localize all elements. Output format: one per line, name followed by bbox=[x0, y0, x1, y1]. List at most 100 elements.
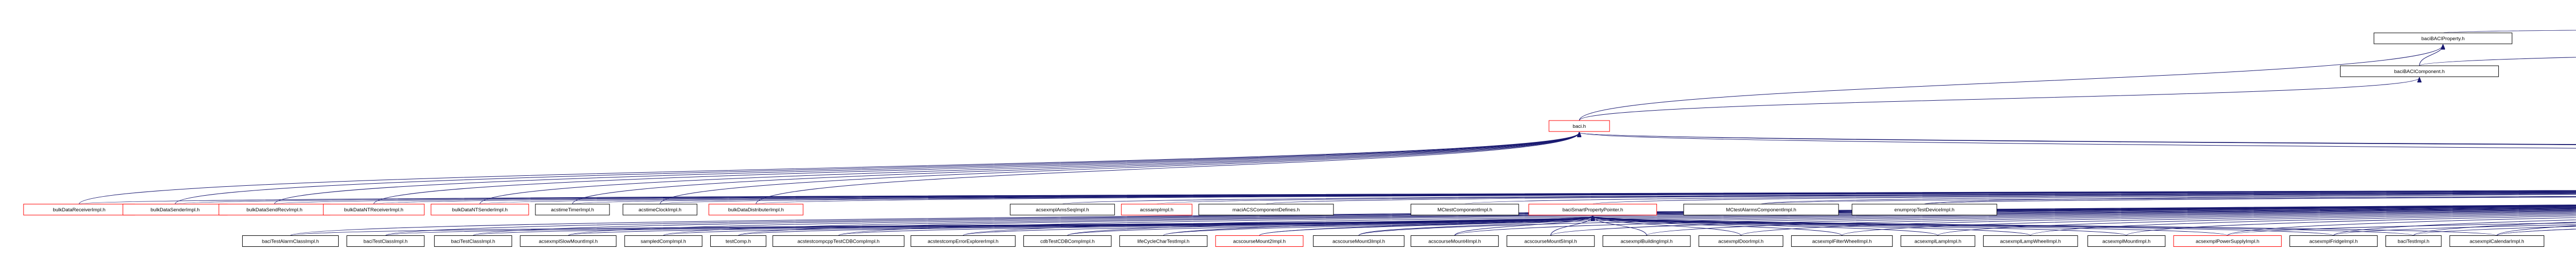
node-label: acscourseMount3Impl.h bbox=[1332, 239, 1385, 245]
node-label: cdbTestCDBCompImpl.h bbox=[1040, 239, 1094, 245]
graph-node[interactable]: bulkDataSendRecvImpl.h bbox=[218, 204, 330, 216]
graph-node[interactable]: acssampImpl.h bbox=[1121, 204, 1192, 216]
graph-node[interactable]: cdbTestCDBCompImpl.h bbox=[1023, 235, 1112, 247]
graph-node[interactable]: enumpropTestDeviceImpl.h bbox=[1852, 204, 1997, 216]
graph-node[interactable]: sampledCompImpl.h bbox=[624, 235, 702, 247]
node-box[interactable] bbox=[1313, 235, 1405, 247]
graph-node[interactable]: acsexmplDoorImpl.h bbox=[1698, 235, 1783, 247]
dependency-edge bbox=[1593, 216, 1938, 236]
node-box[interactable] bbox=[623, 204, 698, 216]
node-label: baciBACIComponent.h bbox=[2394, 69, 2445, 75]
node-box[interactable] bbox=[2340, 65, 2499, 77]
graph-node[interactable]: bulkDataNTSenderImpl.h bbox=[431, 204, 529, 216]
node-label: bulkDataNTReceiverImpl.h bbox=[344, 207, 403, 213]
dependency-edge bbox=[385, 205, 2576, 236]
node-box[interactable] bbox=[1852, 204, 1997, 216]
node-box[interactable] bbox=[242, 235, 339, 247]
graph-node[interactable]: acsexmplFilterWheelImpl.h bbox=[1791, 235, 1893, 247]
graph-node[interactable]: acscourseMount5Impl.h bbox=[1506, 235, 1595, 247]
node-box[interactable] bbox=[708, 204, 804, 216]
node-box[interactable] bbox=[1528, 204, 1657, 216]
graph-node[interactable]: maciACSComponentDefines.h bbox=[1198, 204, 1334, 216]
node-box[interactable] bbox=[2449, 235, 2545, 247]
node-box[interactable] bbox=[1698, 235, 1783, 247]
dependency-edge bbox=[2413, 222, 2576, 236]
node-label: bulkDataSenderImpl.h bbox=[151, 207, 200, 213]
dependency-edge bbox=[1062, 192, 2576, 205]
graph-node[interactable]: bulkDataNTReceiverImpl.h bbox=[323, 204, 425, 216]
node-box[interactable] bbox=[1683, 204, 1839, 216]
node-box[interactable] bbox=[772, 235, 904, 247]
graph-node[interactable]: lifeCycleCharTestImpl.h bbox=[1119, 235, 1208, 247]
dependency-edge bbox=[2030, 214, 2576, 236]
dependency-edge bbox=[2442, 30, 2576, 33]
node-box[interactable] bbox=[1119, 235, 1208, 247]
graph-node[interactable]: MCtestComponentImpl.h bbox=[1411, 204, 1519, 216]
graph-node[interactable]: acsexmplPowerSupplyImpl.h bbox=[2173, 235, 2282, 247]
graph-node[interactable]: acsexmplLampWheelImpl.h bbox=[1983, 235, 2078, 247]
graph-node[interactable]: acstimeClockImpl.h bbox=[623, 204, 698, 216]
graph-node[interactable]: acsexmplCalendarImpl.h bbox=[2449, 235, 2545, 247]
graph-node[interactable]: MCtestAlarmsComponentImpl.h bbox=[1683, 204, 1839, 216]
graph-node[interactable]: baciSmartPropertyPointer.h bbox=[1528, 204, 1657, 216]
node-label: sampledCompImpl.h bbox=[641, 239, 686, 245]
dependency-edge bbox=[1937, 213, 2576, 236]
node-box[interactable] bbox=[1900, 235, 1975, 247]
dependency-edge bbox=[1259, 216, 1593, 236]
graph-node[interactable]: acsexmplMountImpl.h bbox=[2087, 235, 2166, 247]
graph-node[interactable]: baciTestClassImpl.h bbox=[347, 235, 425, 247]
graph-node[interactable]: acscourseMount3Impl.h bbox=[1313, 235, 1405, 247]
node-box[interactable] bbox=[2087, 235, 2166, 247]
graph-node[interactable]: acsexmplLampImpl.h bbox=[1900, 235, 1975, 247]
graph-node[interactable]: baciBACIComponent.h bbox=[2340, 65, 2499, 77]
node-box[interactable] bbox=[1198, 204, 1334, 216]
node-label: acsexmplPowerSupplyImpl.h bbox=[2196, 239, 2259, 245]
node-box[interactable] bbox=[1411, 204, 1519, 216]
graph-node[interactable]: baciTestClassImpl.h bbox=[434, 235, 512, 247]
node-box[interactable] bbox=[1791, 235, 1893, 247]
node-box[interactable] bbox=[1121, 204, 1192, 216]
node-box[interactable] bbox=[1506, 235, 1595, 247]
node-box[interactable] bbox=[347, 235, 425, 247]
graph-node[interactable]: bulkDataSenderImpl.h bbox=[123, 204, 228, 216]
graph-node[interactable]: acsexmplSlowMountImpl.h bbox=[520, 235, 617, 247]
graph-node[interactable]: acsexmplBuildingImpl.h bbox=[1602, 235, 1691, 247]
graph-node[interactable]: bulkDataReceiverImpl.h bbox=[23, 204, 135, 216]
node-box[interactable] bbox=[910, 235, 1016, 247]
node-box[interactable] bbox=[535, 204, 610, 216]
graph-node[interactable]: testComp.h bbox=[710, 235, 767, 247]
node-box[interactable] bbox=[2385, 235, 2442, 247]
graph-node[interactable]: acscourseMount2Impl.h bbox=[1215, 235, 1304, 247]
graph-node[interactable]: bulkDataDistributerImpl.h bbox=[708, 204, 804, 216]
dependency-edge bbox=[568, 205, 2576, 236]
graph-node[interactable]: acsexmplFridgeImpl.h bbox=[2289, 235, 2378, 247]
node-box[interactable] bbox=[624, 235, 702, 247]
node-box[interactable] bbox=[520, 235, 617, 247]
node-box[interactable] bbox=[1010, 204, 1115, 216]
node-box[interactable] bbox=[2173, 235, 2282, 247]
dependency-edge bbox=[1579, 45, 2443, 121]
node-label: acsexmplFridgeImpl.h bbox=[2309, 239, 2358, 245]
graph-node[interactable]: acscourseMount4Impl.h bbox=[1411, 235, 1499, 247]
graph-node[interactable]: acstestcompcppTestCDBCompImpl.h bbox=[772, 235, 904, 247]
node-box[interactable] bbox=[2374, 32, 2512, 44]
node-box[interactable] bbox=[1983, 235, 2078, 247]
node-box[interactable] bbox=[1215, 235, 1304, 247]
node-box[interactable] bbox=[1411, 235, 1499, 247]
node-box[interactable] bbox=[323, 204, 425, 216]
graph-node[interactable]: baci.h bbox=[1548, 120, 1610, 132]
node-box[interactable] bbox=[710, 235, 767, 247]
node-box[interactable] bbox=[434, 235, 512, 247]
node-box[interactable] bbox=[2289, 235, 2378, 247]
graph-node[interactable]: baciTestAlarmClassImpl.h bbox=[242, 235, 339, 247]
graph-node[interactable]: acstimeTimerImpl.h bbox=[535, 204, 610, 216]
graph-node[interactable]: acstestcompErrorExplorerImpl.h bbox=[910, 235, 1016, 247]
node-box[interactable] bbox=[1602, 235, 1691, 247]
node-box[interactable] bbox=[1548, 120, 1610, 132]
node-label: MCtestAlarmsComponentImpl.h bbox=[1726, 207, 1796, 213]
graph-node[interactable]: acsexmplAmsSeqImpl.h bbox=[1010, 204, 1115, 216]
graph-node[interactable]: baciBACIProperty.h bbox=[2374, 32, 2512, 44]
graph-node[interactable]: baciTestImpl.h bbox=[2385, 235, 2442, 247]
node-box[interactable] bbox=[431, 204, 529, 216]
node-box[interactable] bbox=[1023, 235, 1112, 247]
